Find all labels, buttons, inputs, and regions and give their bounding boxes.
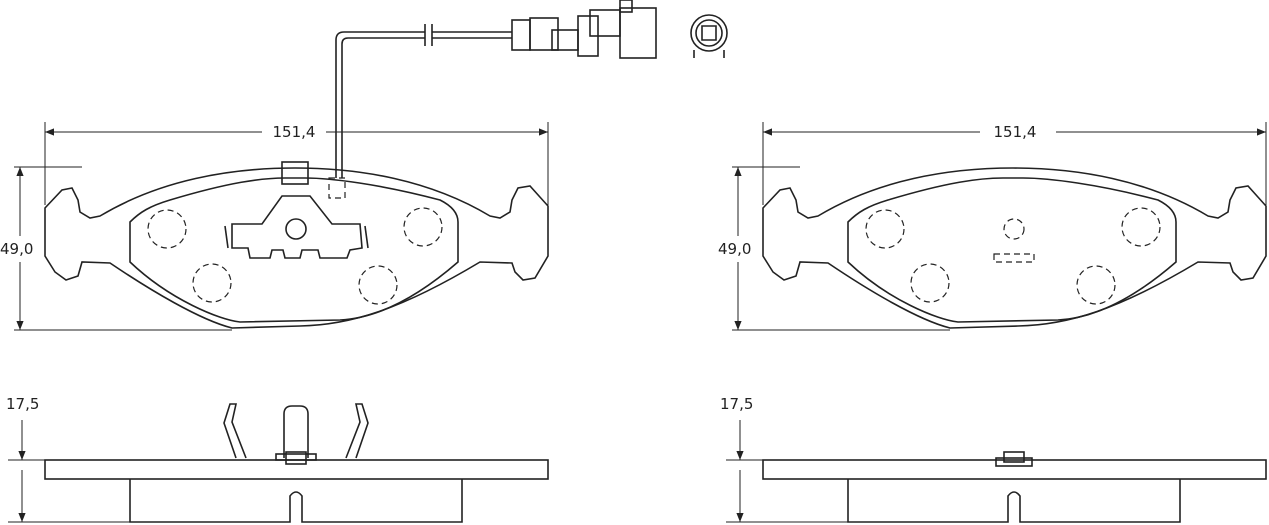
left-pad-side-view xyxy=(8,403,549,523)
right-width-label: 151,4 xyxy=(994,123,1037,141)
right-thickness-label: 17,5 xyxy=(720,395,753,413)
left-pad-front-view xyxy=(44,0,728,329)
right-dimension-lines xyxy=(732,122,1267,331)
left-dimension-lines xyxy=(14,122,549,331)
left-height-label: 49,0 xyxy=(0,240,33,258)
left-width-label: 151,4 xyxy=(273,123,316,141)
right-pad-front-view xyxy=(762,167,1267,329)
right-pad-side-view xyxy=(726,420,1267,523)
left-thickness-label: 17,5 xyxy=(6,395,39,413)
right-height-label: 49,0 xyxy=(718,240,751,258)
